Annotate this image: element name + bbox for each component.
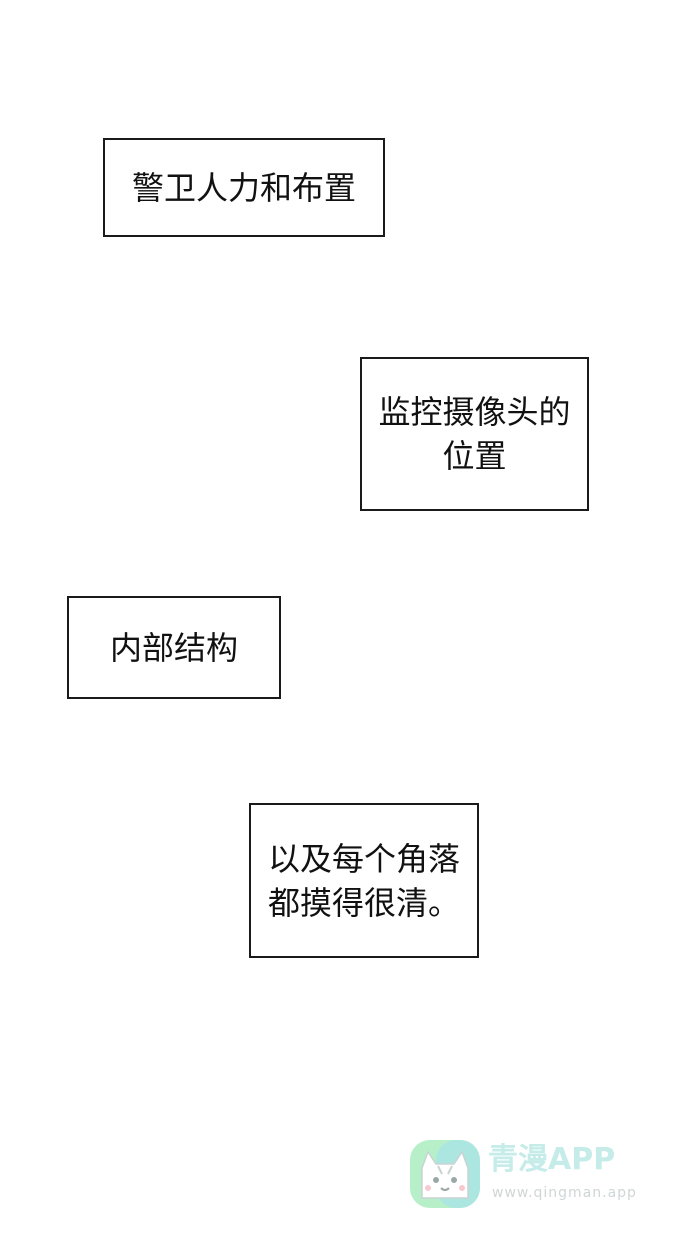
caption-box-structure: 内部结构 (67, 596, 281, 699)
caption-box-corners: 以及每个角落 都摸得很清。 (249, 803, 479, 958)
watermark: 青漫APP www.qingman.app (408, 1138, 648, 1210)
caption-box-cameras: 监控摄像头的 位置 (360, 357, 589, 511)
watermark-title: 青漫APP (488, 1142, 616, 1177)
cat-face-icon (410, 1140, 480, 1208)
caption-box-guards: 警卫人力和布置 (103, 138, 385, 237)
watermark-url: www.qingman.app (492, 1185, 637, 1201)
